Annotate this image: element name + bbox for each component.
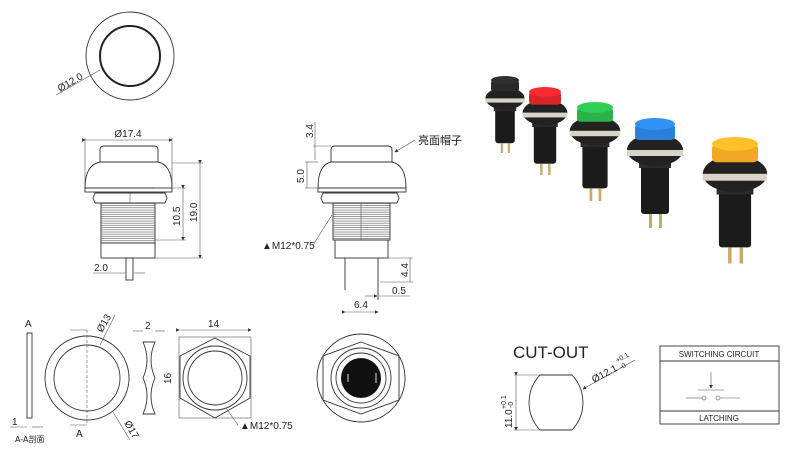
circuit-type: LATCHING: [699, 414, 739, 423]
washer-inner-diameter-label: Ø13: [95, 312, 114, 334]
washer-drawing: A 1 A-A剖面 A Ø13 Ø17: [10, 312, 141, 444]
front-view: Ø17.4 10.5 19.0 2.0: [82, 129, 203, 281]
top-diameter-label: Ø12.0: [56, 71, 85, 94]
cutout-diameter-label: Ø12.1: [590, 363, 620, 386]
cutout-flat-tol-plus: +0.1: [501, 395, 508, 409]
cap-note-label: 亮面帽子: [418, 133, 462, 147]
nut-thread-label: ▲M12*0.75: [240, 421, 293, 432]
pin-spacing-label: 6.4: [354, 300, 368, 311]
push-button-5: [702, 137, 768, 264]
section-marker-top: A: [25, 319, 32, 330]
side-thread-label: ▲M12*0.75: [262, 241, 315, 252]
cutout-diameter-tol-minus: -0: [619, 362, 628, 371]
front-width-label: Ø17.4: [114, 129, 142, 140]
front-total-height-label: 19.0: [189, 202, 200, 222]
product-photo: [485, 76, 768, 264]
top-view: Ø12.0: [55, 11, 175, 101]
cutout-drawing: CUT-OUT 11.0 +0.1 -0 Ø12.1 +0.1 -0: [501, 343, 636, 431]
cap-height-label: 3.4: [305, 124, 316, 138]
section-marker-bottom: A: [76, 429, 83, 440]
nut-width-label: 14: [208, 319, 220, 330]
cutout-title: CUT-OUT: [513, 343, 589, 362]
pin-length-label: 4.4: [400, 263, 411, 277]
push-button-4: [627, 118, 683, 228]
nut-drawing: 2 14 16 ▲M12*0.75: [133, 319, 293, 432]
pin-thickness-label: 0.5: [392, 286, 406, 297]
terminal-width-label: 2.0: [94, 263, 108, 274]
front-thread-height-label: 10.5: [172, 206, 183, 226]
push-button-1: [485, 76, 525, 153]
side-view: 3.4 5.0 亮面帽子 ▲M12*0.75 4.4 0.5 6.4: [262, 122, 462, 314]
circuit-title: SWITCHING CIRCUIT: [679, 350, 760, 359]
push-button-2: [522, 87, 568, 175]
bottom-view: [316, 333, 406, 423]
switching-circuit-box: SWITCHING CIRCUIT LATCHING: [659, 345, 780, 425]
dome-height-label: 5.0: [296, 169, 307, 183]
washer-thickness-label: 1: [12, 417, 18, 428]
cutout-flat-label: 11.0: [504, 409, 515, 428]
section-caption: A-A剖面: [15, 434, 44, 444]
cutout-flat-tol-minus: -0: [508, 402, 515, 408]
nut-thickness-label: 2: [145, 321, 151, 332]
push-button-3: [569, 102, 621, 201]
switch-symbol-icon: [686, 372, 740, 401]
nut-height-label: 16: [163, 372, 174, 384]
